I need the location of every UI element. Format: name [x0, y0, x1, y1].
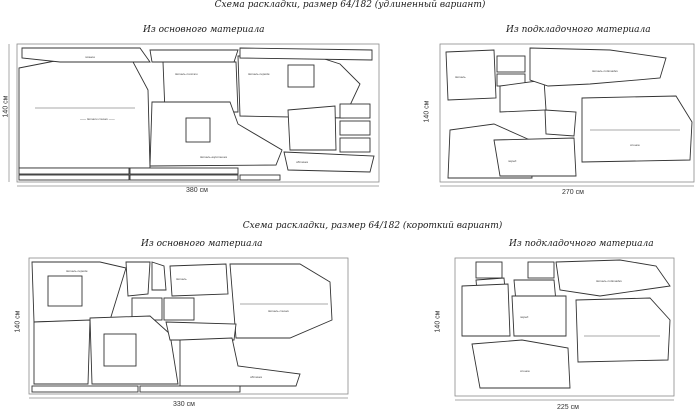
svg-text:деталь переда: деталь переда [248, 72, 270, 76]
svg-text:деталь спинки: деталь спинки [268, 309, 289, 313]
section2-lining-label: Из подкладочного материала [509, 239, 654, 249]
pattern-piece [18, 167, 130, 175]
svg-text:перед: перед [520, 315, 529, 319]
svg-text:спинка: спинка [630, 143, 640, 147]
pattern-piece [18, 174, 130, 181]
pattern-piece [283, 151, 375, 173]
svg-text:деталь подкладки: деталь подкладки [596, 279, 622, 283]
pattern-piece [339, 120, 371, 136]
pattern-piece [21, 47, 151, 63]
svg-text:деталь: деталь [176, 277, 187, 281]
svg-text:перед: перед [508, 159, 517, 163]
svg-text:деталь полочки: деталь полочки [175, 72, 198, 76]
section1-lining-layout: деталь деталь подкладки спинка перед [439, 43, 695, 187]
section1-main-layout: —— детали спинки —— планка деталь полочк… [8, 43, 380, 187]
pattern-piece [139, 385, 241, 393]
pattern-piece [149, 49, 239, 63]
svg-text:спинка: спинка [520, 369, 530, 373]
pattern-piece [33, 319, 91, 385]
pattern-piece [555, 259, 671, 297]
pattern-piece [544, 109, 577, 137]
section2-lining-layout: деталь подкладки перед спинка [454, 257, 675, 401]
pattern-piece [125, 261, 151, 297]
pattern-piece [287, 105, 337, 151]
pattern-piece [575, 297, 671, 363]
pattern-piece [229, 263, 333, 339]
pattern-piece [461, 283, 511, 337]
pattern-piece [529, 47, 667, 87]
pattern-piece [527, 261, 555, 279]
pattern-piece [129, 167, 239, 175]
pattern-piece [163, 297, 195, 321]
pattern-piece [496, 55, 526, 73]
section1-main-label: Из основного материала [143, 25, 265, 35]
pattern-piece [239, 174, 281, 181]
pattern-piece [475, 261, 503, 279]
svg-text:деталь воротника: деталь воротника [200, 155, 227, 159]
section1-lining-width-dim: 270 см [562, 189, 584, 196]
section2-lining-width-dim: 225 см [557, 404, 579, 411]
pattern-piece [287, 64, 315, 88]
section2-main-label: Из основного материала [141, 239, 263, 249]
svg-text:деталь переда: деталь переда [66, 269, 88, 273]
pattern-piece [493, 137, 577, 177]
section1-lining-label: Из подкладочного материала [506, 25, 651, 35]
section1-main-width-dim: 380 см [186, 187, 208, 194]
section2-main-width-dim: 330 см [173, 401, 195, 408]
svg-text:деталь подкладки: деталь подкладки [592, 69, 618, 73]
pattern-piece [129, 174, 239, 181]
pattern-piece [169, 263, 229, 297]
pattern-piece [162, 61, 239, 113]
section2-title: Схема раскладки, размер 64/182 (короткий… [242, 221, 503, 231]
pattern-piece [471, 339, 571, 389]
pattern-piece [445, 49, 497, 101]
pattern-piece [47, 275, 83, 307]
pattern-piece [239, 47, 373, 61]
pattern-piece [31, 385, 139, 393]
pattern-piece [581, 95, 693, 163]
section1-title: Схема раскладки, размер 64/182 (удлиненн… [214, 0, 486, 10]
pattern-piece [511, 295, 567, 337]
section2-main-layout: деталь переда деталь деталь спинки обтач… [28, 257, 349, 399]
svg-text:обтачка: обтачка [296, 160, 308, 164]
pattern-piece [339, 103, 371, 119]
pattern-piece [339, 137, 371, 153]
pattern-piece [18, 57, 151, 169]
pattern-piece [185, 117, 211, 143]
pattern-piece [149, 101, 283, 167]
svg-text:обтачка: обтачка [250, 375, 262, 379]
pattern-piece [103, 333, 137, 367]
svg-text:деталь: деталь [455, 75, 466, 79]
svg-text:планка: планка [85, 55, 95, 59]
pattern-piece [151, 261, 167, 291]
svg-text:—— детали спинки ——: —— детали спинки —— [79, 117, 116, 121]
pattern-piece [499, 79, 547, 113]
pattern-piece [165, 321, 237, 341]
